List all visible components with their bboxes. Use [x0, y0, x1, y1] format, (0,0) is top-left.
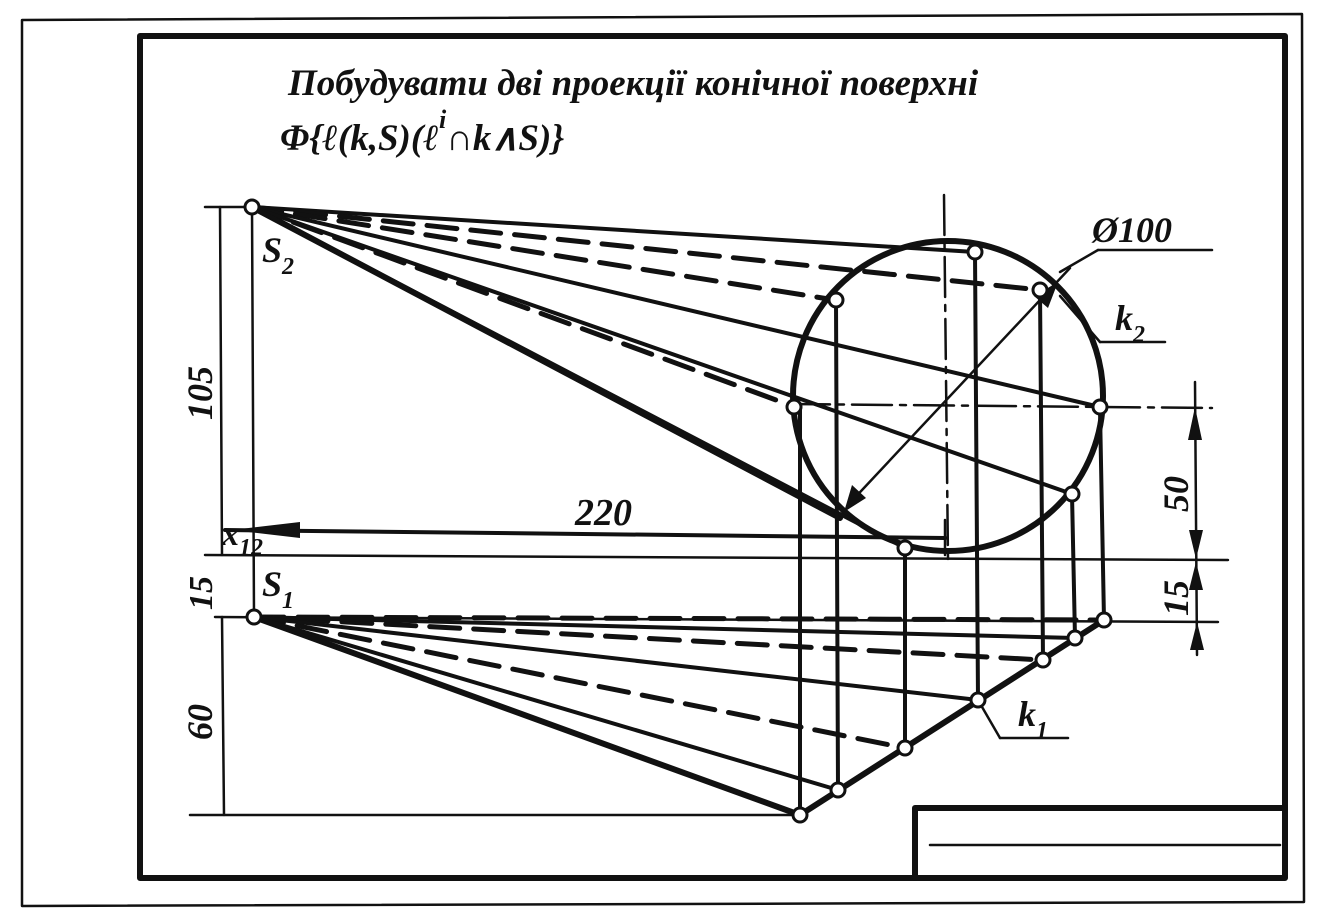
- label-k1: k1: [1018, 694, 1048, 744]
- link-line-4: [973, 250, 980, 702]
- dim-line-left-upper: [218, 205, 224, 557]
- dim-right-arrow-bottom: [1190, 622, 1204, 650]
- s2-s1-link: [250, 205, 256, 619]
- point-k1-6: [1066, 629, 1084, 647]
- label-s2-sub: 2: [281, 254, 294, 280]
- link-line-6: [1070, 492, 1077, 640]
- point-k1-1: [791, 806, 809, 824]
- generator-s1-outline: [251, 614, 803, 818]
- label-k2-main: k: [1115, 298, 1133, 338]
- label-x12-main: x: [221, 516, 239, 553]
- title-block: [912, 805, 1288, 881]
- dim-220-line: [223, 528, 947, 540]
- point-k1-2: [829, 781, 847, 799]
- dim-220-arrow: [232, 522, 300, 538]
- link-line-5: [1038, 288, 1045, 662]
- label-x12: x12: [221, 516, 263, 561]
- formula-sup: i: [439, 105, 447, 134]
- generator-s1-6: [252, 615, 840, 792]
- diameter-dim-line: [846, 266, 1072, 507]
- label-k2-sub: 2: [1132, 322, 1145, 348]
- point-k1-5: [1034, 651, 1052, 669]
- diameter-leader: [1058, 248, 1100, 274]
- line-k1: [797, 617, 1107, 818]
- generator-s2-5: [250, 205, 1074, 496]
- generator-s1-5: [252, 615, 980, 702]
- hidden-generator-s2-2: [249, 204, 838, 303]
- point-k2-upper-right: [1031, 281, 1049, 299]
- generator-s2-4: [250, 205, 1102, 409]
- point-k2-upper-left: [827, 291, 845, 309]
- hidden-generator-s1-2: [251, 614, 1046, 663]
- label-s1-main: S: [262, 564, 282, 604]
- generator-s2-top: [250, 205, 977, 254]
- point-k2-bottom: [896, 539, 914, 557]
- inner-frame: [137, 33, 1288, 881]
- generator-s1-4: [252, 615, 1077, 640]
- label-x12-sub: 12: [239, 535, 263, 561]
- point-k2-left: [785, 398, 803, 416]
- label-s2: S2: [262, 230, 294, 280]
- point-k2-top: [966, 243, 984, 261]
- label-s2-main: S: [262, 230, 282, 270]
- label-k1-sub: 1: [1036, 718, 1048, 744]
- label-k2: k2: [1115, 298, 1145, 348]
- label-k1-main: k: [1018, 694, 1036, 734]
- dim-right-arrow-top: [1188, 407, 1202, 440]
- point-k1-7: [1095, 611, 1113, 629]
- circle-center-vertical: [942, 193, 950, 562]
- k2-leader: [1058, 294, 1102, 344]
- hidden-generator-s1-1: [251, 614, 1107, 623]
- dim-right-arrow-mid-down: [1189, 562, 1203, 590]
- circle-center-horizontal: [788, 402, 1214, 410]
- axis-x12: [203, 553, 1230, 562]
- hidden-generator-s2-1: [249, 204, 1043, 293]
- label-s1: S1: [262, 564, 294, 614]
- dim-right-arrow-mid-up: [1189, 530, 1203, 559]
- formula-start: Φ{ℓ(k,S)(ℓ: [280, 118, 439, 159]
- diameter-arrow-low: [844, 485, 866, 512]
- dim-15-left-text: 15: [183, 576, 220, 610]
- link-line-2: [834, 298, 840, 792]
- outer-frame: [20, 12, 1306, 908]
- label-s1-sub: 1: [282, 588, 294, 614]
- hidden-generator-s1-3: [251, 614, 908, 751]
- formula-tail: ∩k∧S)}: [446, 118, 564, 159]
- dim-50-text: 50: [1156, 476, 1196, 512]
- dim-220-text: 220: [574, 492, 632, 534]
- link-line-7: [1098, 408, 1106, 622]
- generator-s2-6: [250, 205, 907, 550]
- task-formula: Φ{ℓ(k,S)(ℓi∩k∧S)}: [280, 105, 564, 159]
- dim-diameter-text: Ø100: [1091, 210, 1172, 250]
- point-k2-lower-right: [1063, 485, 1081, 503]
- dim-15-right-text: 15: [1156, 580, 1196, 616]
- point-k1-3: [896, 739, 914, 757]
- task-title: Побудувати дві проекції конічної поверхн…: [287, 63, 979, 104]
- dim-line-left-lower: [220, 615, 226, 817]
- dim-60-text: 60: [180, 704, 220, 740]
- point-s1: [245, 608, 263, 626]
- point-k2-right: [1091, 398, 1109, 416]
- point-k1-4: [969, 691, 987, 709]
- dim-105-text: 105: [180, 366, 220, 420]
- point-s2: [243, 198, 261, 216]
